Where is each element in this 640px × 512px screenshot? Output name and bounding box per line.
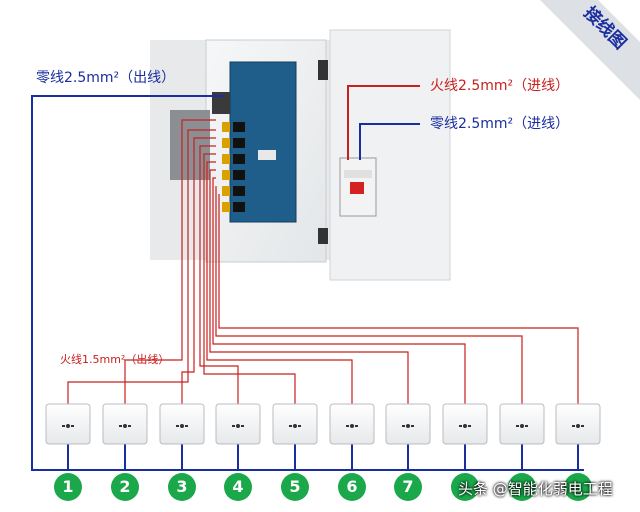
socket-number-5: 5 [281,473,309,501]
neutral-in-wire [359,123,420,160]
socket-10 [555,403,601,445]
live-in-label: 火线2.5mm²（进线） [430,78,570,94]
socket-3 [159,403,205,445]
live-in-wire [347,85,420,160]
pcb-chip [258,150,276,160]
live-out-label: 火线1.5mm²（出线） [60,353,170,366]
socket-number-9-badge [508,473,536,501]
socket-number-4: 4 [224,473,252,501]
corner-title: 接线图 [579,3,630,54]
socket-6 [329,403,375,445]
live-out-wires [67,119,579,404]
socket-9 [499,403,545,445]
breaker-label [344,170,372,178]
neutral-out-label: 零线2.5mm²（出线） [36,70,176,86]
relay-row [222,122,245,212]
watermark: 头条 @智能化弱电工程 [458,480,613,498]
socket-number-2: 2 [111,473,139,501]
socket-2 [102,403,148,445]
distribution-box [150,29,451,281]
neutral-out-wire [31,95,584,471]
neutral-in-label: 零线2.5mm²（进线） [430,116,570,132]
corner-title-box: 接线图 [558,0,638,80]
transformer [170,110,210,180]
socket-row [45,403,601,445]
corner-band [540,0,640,100]
breaker-toggle [350,182,364,194]
socket-number-7: 7 [394,473,422,501]
socket-7 [385,403,431,445]
box-door [329,29,451,281]
socket-5 [272,403,318,445]
socket-8 [442,403,488,445]
door-hinge-top [318,60,328,80]
socket-number-6: 6 [338,473,366,501]
door-hinge-bottom [318,228,328,244]
socket-4 [215,403,261,445]
socket-number-1: 1 [54,473,82,501]
socket-1 [45,403,91,445]
pcb-terminal-block [212,92,230,114]
socket-number-10-badge [564,473,592,501]
socket-number-3: 3 [168,473,196,501]
socket-number-8-badge [451,473,479,501]
